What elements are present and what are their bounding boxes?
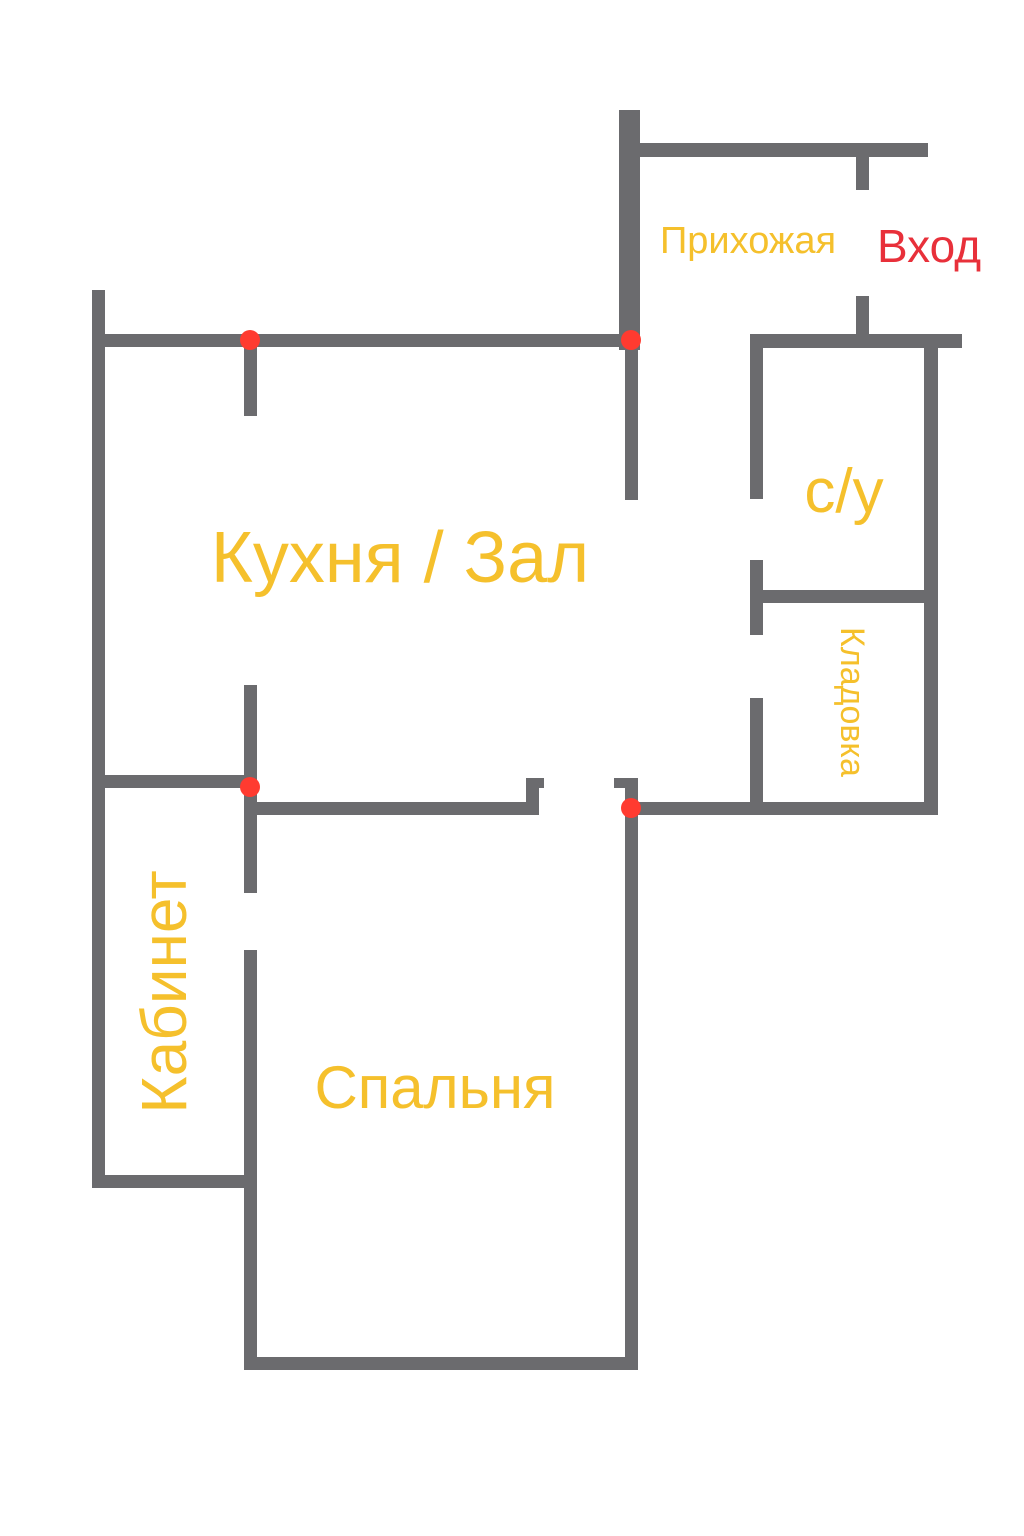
wall-hallway-left — [619, 110, 640, 350]
wall-right-outer — [924, 334, 938, 815]
wall-study-bottom — [92, 1175, 257, 1188]
wall-bedroom-top — [244, 802, 539, 815]
marker-dot — [240, 330, 260, 350]
wall-bedroom-bottom — [244, 1357, 638, 1370]
labels: Прихожая Вход с/у Кухня / Зал Кладовка К… — [128, 220, 981, 1121]
walls — [92, 110, 962, 1370]
wall-left-outer — [92, 290, 105, 1188]
wall-storage-top — [750, 590, 936, 603]
wall-bottom-right — [625, 802, 938, 815]
wall-entrance-jamb-bottom — [856, 296, 869, 344]
wall-storage-left-upper — [750, 560, 763, 635]
markers — [240, 330, 641, 818]
wall-study-top — [92, 775, 257, 788]
wall-door-jamb-left-tip — [526, 778, 544, 788]
wall-hallway-left-lower — [625, 340, 638, 500]
label-study: Кабинет — [128, 870, 200, 1113]
wall-entrance-jamb-top — [856, 150, 869, 190]
wall-hallway-top — [630, 143, 928, 157]
label-bedroom: Спальня — [314, 1054, 555, 1121]
label-bathroom: с/у — [804, 457, 883, 526]
wall-bedroom-right — [625, 778, 638, 1370]
wall-bathroom-top — [750, 334, 962, 348]
label-hallway: Прихожая — [660, 220, 836, 262]
label-entrance: Вход — [877, 220, 981, 272]
wall-bedroom-left-lower — [244, 950, 257, 1370]
label-storage: Кладовка — [833, 627, 871, 777]
marker-dot — [621, 798, 641, 818]
wall-top-kitchen — [92, 334, 640, 347]
wall-bedroom-left-upper — [244, 775, 257, 893]
marker-dot — [621, 330, 641, 350]
marker-dot — [240, 777, 260, 797]
wall-bathroom-left — [750, 334, 763, 499]
wall-kitchen-stub-top — [244, 334, 257, 416]
wall-storage-left-lower — [750, 698, 763, 813]
label-kitchen-living: Кухня / Зал — [211, 518, 589, 598]
